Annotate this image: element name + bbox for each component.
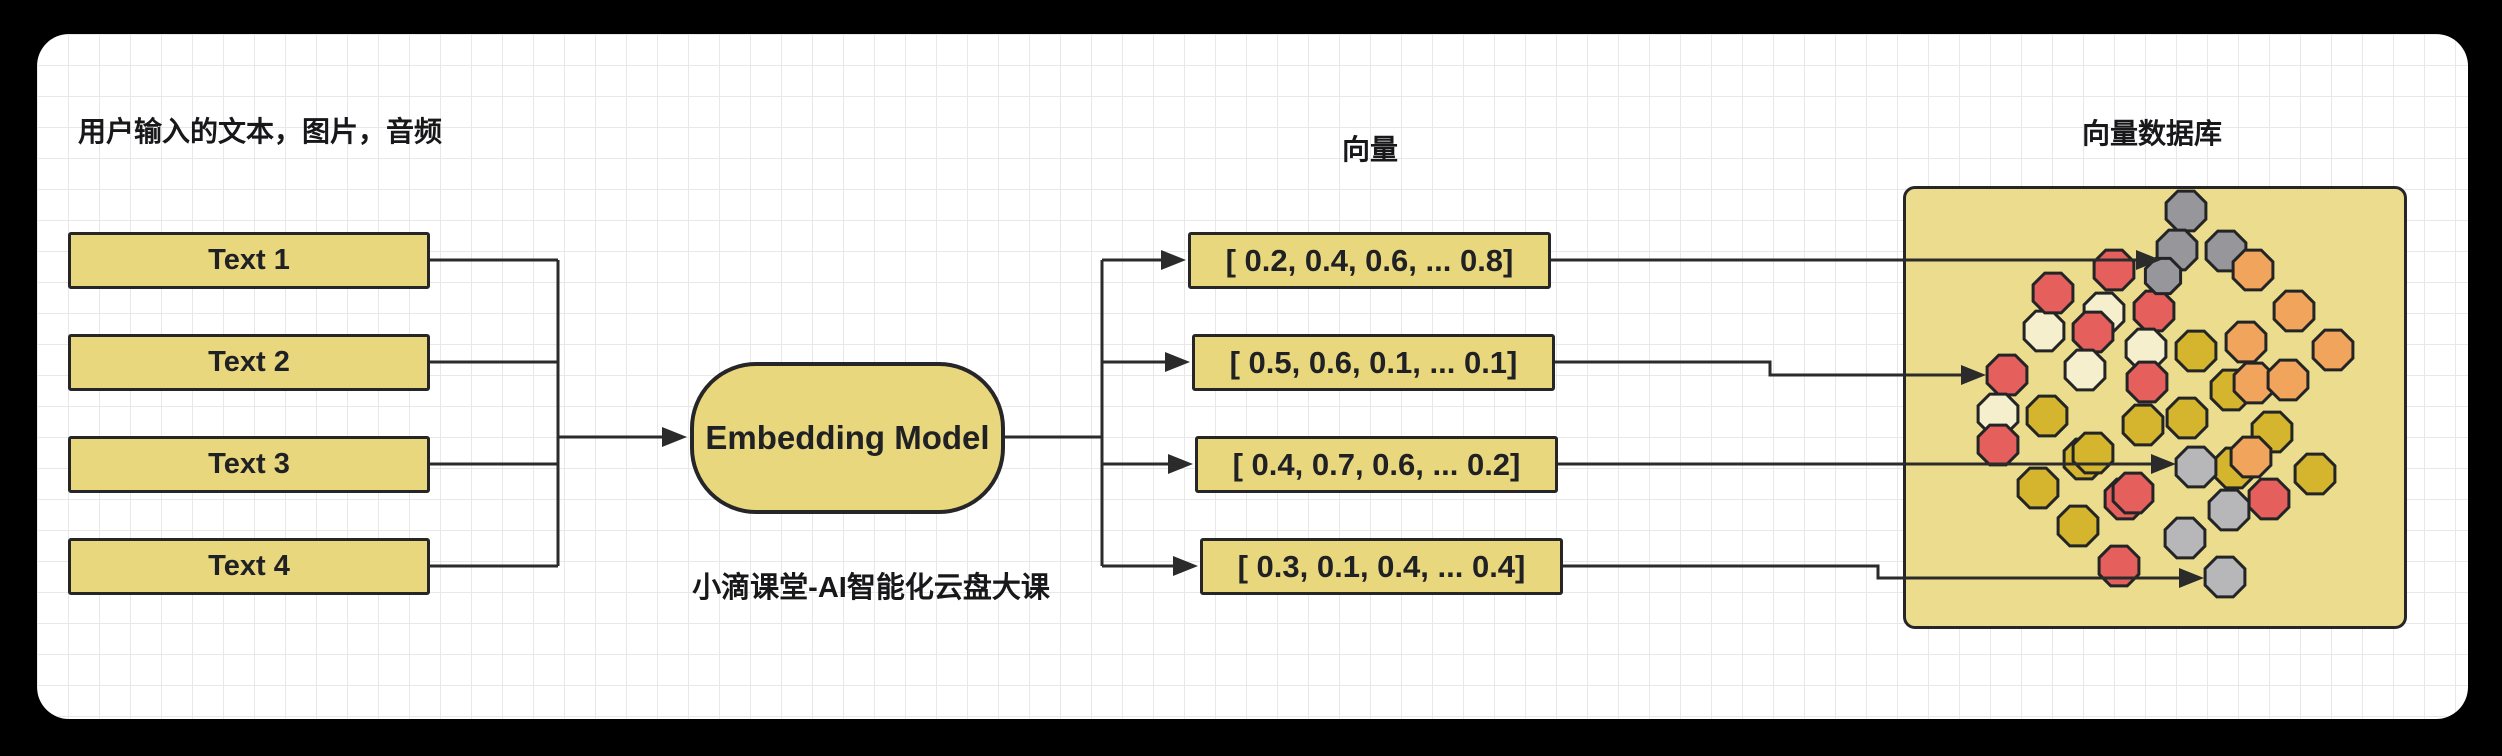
red-octagon — [2132, 289, 2176, 333]
vector-label: 向量 — [1341, 134, 1398, 165]
gold-octagon — [2025, 394, 2069, 438]
connector-layer — [430, 250, 2204, 588]
arrowhead-db1 — [2136, 250, 2161, 270]
cream-octagon — [2063, 348, 2107, 392]
watermark-text: 小滴课堂-AI智能化云盘大课 — [692, 572, 1050, 604]
input-sources-label: 用户输入的文本，图片，音频 — [78, 116, 443, 147]
red-octagon — [2031, 271, 2075, 315]
text-box-2: Text 2 — [68, 334, 430, 391]
red-octagon — [2247, 477, 2291, 521]
octagon-layer — [1976, 189, 2355, 599]
gold-octagon — [2165, 396, 2209, 440]
red-octagon — [2097, 544, 2141, 588]
orange-octagon — [2311, 328, 2355, 372]
red-octagon — [2092, 248, 2136, 292]
cream-octagon — [2022, 309, 2066, 353]
arrowhead-db4 — [2179, 568, 2204, 588]
orange-octagon — [2231, 248, 2275, 292]
orange-octagon — [2272, 289, 2316, 333]
red-octagon — [2125, 360, 2169, 404]
gold-octagon — [2071, 431, 2115, 475]
vector-box-1: [ 0.2, 0.4, 0.6, ... 0.8] — [1188, 232, 1551, 289]
silver-octagon — [2174, 445, 2218, 489]
red-octagon — [2111, 471, 2155, 515]
embedding-model-node: Embedding Model — [690, 362, 1005, 514]
red-octagon — [2071, 310, 2115, 354]
text-box-4: Text 4 — [68, 538, 430, 595]
gold-octagon — [2016, 466, 2060, 510]
arrowhead-embedding — [662, 427, 687, 447]
gold-octagon — [2056, 504, 2100, 548]
silver-octagon — [2203, 555, 2247, 599]
arrowhead-vector4 — [1173, 556, 1198, 576]
connector-vector2-db — [1555, 360, 1963, 377]
gold-octagon — [2174, 329, 2218, 373]
silver-octagon — [2163, 516, 2207, 560]
red-octagon — [1985, 353, 2029, 397]
vector-database-label: 向量数据库 — [2081, 118, 2222, 149]
orange-octagon — [2266, 358, 2310, 402]
text-box-3: Text 3 — [68, 436, 430, 493]
vector-box-4: [ 0.3, 0.1, 0.4, ... 0.4] — [1200, 538, 1563, 595]
arrowhead-vector2 — [1165, 352, 1190, 372]
arrowhead-db2 — [1961, 365, 1986, 385]
gold-octagon — [2293, 452, 2337, 496]
text-box-1: Text 1 — [68, 232, 430, 289]
connector-vector4-db — [1563, 564, 2181, 580]
gray-octagon — [2143, 256, 2183, 296]
vector-box-2: [ 0.5, 0.6, 0.1, ... 0.1] — [1192, 334, 1555, 391]
vector-box-3: [ 0.4, 0.7, 0.6, ... 0.2] — [1195, 436, 1558, 493]
gray-octagon — [2164, 189, 2208, 233]
gold-octagon — [2121, 403, 2165, 447]
silver-octagon — [2207, 488, 2251, 532]
orange-octagon — [2224, 320, 2268, 364]
orange-octagon — [2229, 435, 2273, 479]
arrowhead-db3 — [2151, 454, 2176, 474]
arrowhead-vector3 — [1168, 454, 1193, 474]
arrowhead-vector1 — [1161, 250, 1186, 270]
red-octagon — [1976, 423, 2020, 467]
